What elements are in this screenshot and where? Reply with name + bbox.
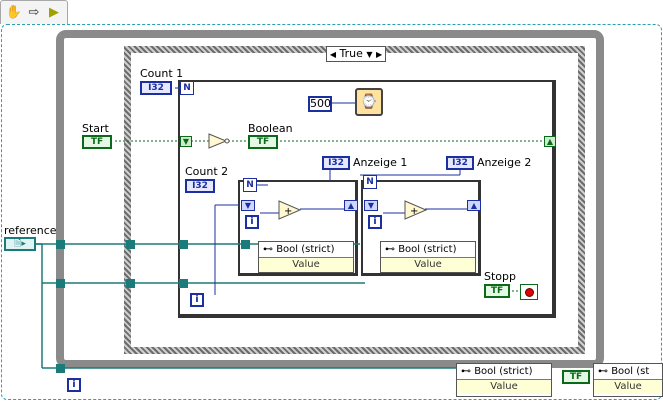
shift-register-left[interactable]: ▼	[241, 200, 255, 211]
shift-register-right[interactable]: ▲	[544, 136, 556, 147]
link-icon: ⊷	[263, 244, 273, 255]
increment-icon[interactable]: +	[404, 200, 428, 220]
link-icon: ⊷	[461, 366, 471, 377]
count1-label: Count 1	[140, 67, 184, 80]
wire-layer	[332, 102, 356, 104]
hand-icon[interactable]: ✋	[5, 5, 23, 20]
case-selector-label: True	[339, 47, 363, 60]
increment-icon[interactable]: +	[278, 200, 302, 220]
start-control[interactable]: TF	[82, 135, 112, 149]
run-icon[interactable]: ▶	[49, 5, 59, 20]
property-node-value: Value	[594, 380, 662, 394]
svg-text:+: +	[284, 206, 292, 217]
outer-iteration-terminal: i	[67, 378, 81, 392]
outer-while-loop[interactable]	[56, 30, 604, 368]
shift-register-left[interactable]: ▼	[364, 200, 378, 211]
boolean-constant[interactable]: TF	[562, 370, 590, 384]
property-node-value: Value	[457, 380, 551, 394]
property-node-type: Bool (strict)	[398, 244, 457, 255]
arrow-icon[interactable]: ⇨	[28, 5, 40, 20]
tunnel	[56, 279, 65, 288]
property-node-loop1[interactable]: ⊷ Bool (strict) Value	[258, 241, 354, 273]
reference-control[interactable]: 🗎▸	[4, 237, 36, 251]
outer-dashed-frame	[1, 24, 662, 400]
reference-label: reference	[4, 224, 57, 237]
tunnel	[56, 364, 65, 373]
property-node-value: Value	[259, 258, 353, 272]
link-icon: ⊷	[598, 366, 608, 377]
decrement-icon[interactable]: ◀	[329, 50, 336, 59]
count2-label: Count 2	[185, 165, 229, 178]
boolean-label: Boolean	[248, 122, 293, 135]
stopp-label: Stopp	[484, 270, 516, 283]
not-gate-icon[interactable]	[208, 133, 230, 149]
tunnel	[56, 240, 65, 249]
tunnel	[241, 240, 250, 249]
anzeige1-label: Anzeige 1	[353, 156, 408, 169]
tunnel	[179, 279, 188, 288]
start-label: Start	[82, 122, 109, 135]
svg-text:+: +	[410, 206, 418, 217]
anzeige2-label: Anzeige 2	[477, 156, 532, 169]
dropdown-icon[interactable]: ▼	[366, 50, 373, 59]
tunnel	[126, 240, 135, 249]
property-node-type: Bool (strict)	[474, 366, 533, 377]
wait-timer-icon[interactable]: ⌚	[355, 88, 383, 116]
iteration-terminal: i	[245, 215, 259, 229]
anzeige2-indicator[interactable]: I32	[446, 156, 474, 170]
stop-condition-icon[interactable]	[520, 284, 538, 300]
shift-register-right[interactable]: ▲	[344, 200, 358, 211]
anzeige1-indicator[interactable]: I32	[322, 156, 350, 170]
boolean-indicator[interactable]: TF	[248, 135, 278, 149]
tunnel	[179, 240, 188, 249]
for-count-terminal-1[interactable]: N	[243, 178, 257, 192]
shift-register-right[interactable]: ▲	[467, 200, 481, 211]
count1-indicator[interactable]: I32	[140, 81, 172, 95]
stopp-control[interactable]: TF	[484, 284, 510, 298]
case-selector[interactable]: ◀ True ▼ ▶	[326, 46, 386, 62]
property-node-outer2[interactable]: ⊷ Bool (st Value	[593, 363, 663, 397]
for-count-terminal-2[interactable]: N	[363, 175, 377, 189]
iteration-terminal: i	[368, 215, 382, 229]
increment-icon[interactable]: ▶	[376, 50, 383, 59]
property-node-type: Bool (strict)	[276, 244, 335, 255]
refnum-icon: 🗎▸	[14, 239, 26, 249]
shift-register-left[interactable]: ▼	[180, 136, 192, 147]
property-node-type: Bool (st	[611, 366, 650, 377]
diagram-toolbar: ✋ ⇨ ▶	[0, 0, 68, 24]
property-node-outer1[interactable]: ⊷ Bool (strict) Value	[456, 363, 552, 397]
loop-count-terminal[interactable]: N	[180, 81, 194, 95]
count2-indicator[interactable]: I32	[185, 179, 215, 193]
while-iteration-terminal: i	[190, 293, 204, 307]
link-icon: ⊷	[385, 244, 395, 255]
property-node-loop2[interactable]: ⊷ Bool (strict) Value	[380, 241, 476, 273]
property-node-value: Value	[381, 258, 475, 272]
tunnel	[126, 279, 135, 288]
wait-ms-constant[interactable]: 500	[308, 96, 332, 112]
